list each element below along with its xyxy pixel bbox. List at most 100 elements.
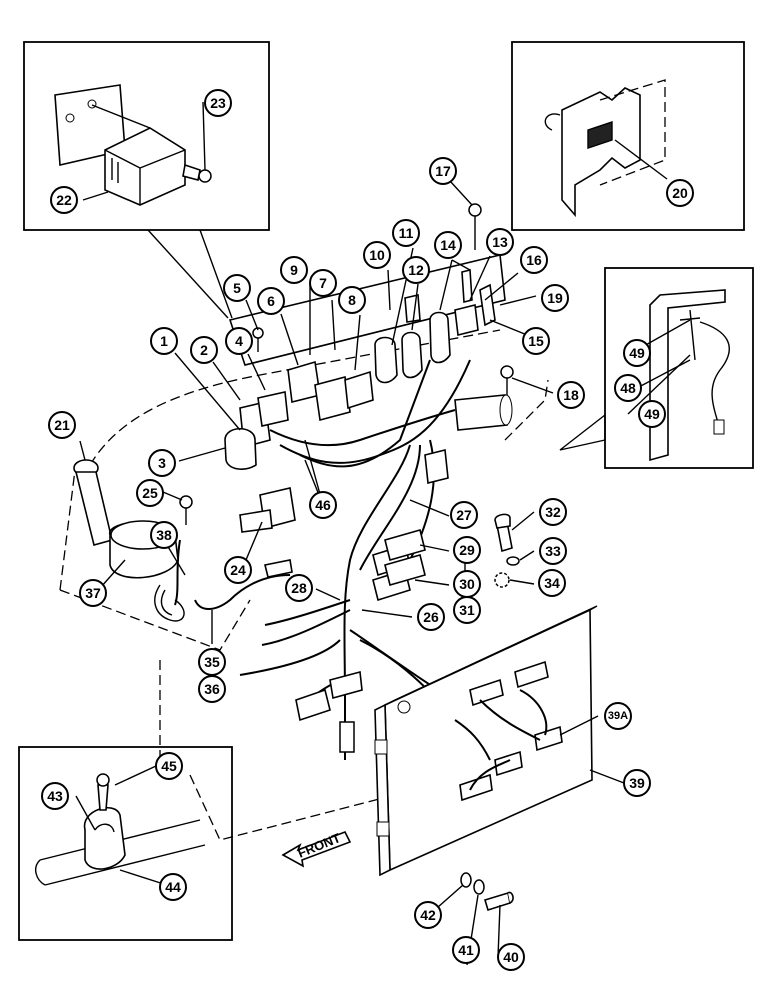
svg-text:16: 16: [526, 252, 542, 268]
svg-text:11: 11: [399, 225, 414, 241]
svg-text:23: 23: [210, 95, 226, 111]
svg-text:21: 21: [54, 417, 70, 433]
svg-text:28: 28: [291, 580, 307, 596]
svg-text:7: 7: [319, 275, 327, 291]
svg-text:25: 25: [142, 485, 158, 501]
svg-text:39: 39: [629, 775, 645, 791]
svg-text:10: 10: [369, 247, 385, 263]
callout-leaders: [75, 101, 691, 966]
callout-45: 45: [155, 752, 183, 780]
callout-10: 10: [363, 241, 391, 269]
front-label: FRONT: [296, 830, 343, 861]
svg-text:30: 30: [459, 576, 475, 592]
callout-24: 24: [224, 556, 252, 584]
callout-31: 31: [453, 596, 481, 624]
svg-text:46: 46: [315, 497, 331, 513]
svg-text:33: 33: [545, 543, 561, 559]
callout-49-upper: 49: [623, 339, 651, 367]
svg-text:37: 37: [85, 585, 101, 601]
callout-22: 22: [50, 186, 78, 214]
svg-text:49: 49: [644, 406, 660, 422]
inset-bracket-detail: [559, 267, 754, 469]
callout-26: 26: [417, 603, 445, 631]
callout-32: 32: [539, 498, 567, 526]
svg-text:4: 4: [235, 333, 243, 349]
callout-36: 36: [198, 675, 226, 703]
callout-2: 2: [190, 336, 218, 364]
callout-41: 41: [452, 936, 480, 964]
callout-34: 34: [538, 569, 566, 597]
callout-12: 12: [402, 256, 430, 284]
svg-text:22: 22: [56, 192, 72, 208]
svg-text:36: 36: [204, 681, 220, 697]
callout-5: 5: [223, 274, 251, 302]
front-arrow: FRONT: [281, 830, 352, 868]
svg-text:9: 9: [290, 262, 298, 278]
callout-19: 19: [541, 284, 569, 312]
svg-text:41: 41: [458, 942, 474, 958]
callout-29: 29: [453, 536, 481, 564]
svg-text:42: 42: [420, 907, 436, 923]
callout-25: 25: [136, 479, 164, 507]
svg-text:49: 49: [629, 345, 645, 361]
callout-38: 38: [150, 521, 178, 549]
callout-20: 20: [666, 179, 694, 207]
svg-text:39A: 39A: [608, 710, 628, 722]
callout-16: 16: [520, 246, 548, 274]
svg-text:34: 34: [544, 575, 560, 591]
svg-text:20: 20: [672, 185, 688, 201]
callout-48: 48: [614, 374, 642, 402]
callout-49-lower: 49: [638, 400, 666, 428]
inset-clamp: [18, 746, 233, 941]
controller-box: [374, 605, 598, 877]
callout-39a: 39A: [604, 702, 632, 730]
svg-text:44: 44: [165, 879, 181, 895]
callout-17: 17: [429, 157, 457, 185]
callout-6: 6: [257, 287, 285, 315]
callout-11: 11: [392, 219, 420, 247]
hardware: [179, 203, 520, 912]
callout-44: 44: [159, 873, 187, 901]
svg-text:32: 32: [545, 504, 561, 520]
callouts: 1 2 3 4 5 6 7 8 9 10 11 12 13 14 15 16 1…: [41, 89, 694, 971]
svg-text:31: 31: [459, 602, 475, 618]
svg-text:19: 19: [547, 290, 563, 306]
callout-33: 33: [539, 537, 567, 565]
callout-37: 37: [79, 579, 107, 607]
svg-text:1: 1: [160, 333, 168, 349]
svg-text:5: 5: [233, 280, 241, 296]
svg-text:26: 26: [423, 609, 439, 625]
callout-15: 15: [522, 327, 550, 355]
callout-8: 8: [338, 286, 366, 314]
svg-text:35: 35: [204, 654, 220, 670]
callout-23: 23: [204, 89, 232, 117]
svg-text:2: 2: [200, 342, 208, 358]
switch-panel: [224, 254, 513, 533]
callout-27: 27: [450, 501, 478, 529]
callout-4: 4: [225, 327, 253, 355]
svg-text:45: 45: [161, 758, 177, 774]
svg-text:17: 17: [435, 163, 451, 179]
callout-35: 35: [198, 648, 226, 676]
callout-7: 7: [309, 269, 337, 297]
callout-30: 30: [453, 570, 481, 598]
svg-text:15: 15: [528, 333, 544, 349]
svg-text:18: 18: [563, 387, 579, 403]
svg-text:6: 6: [267, 293, 275, 309]
svg-text:48: 48: [620, 380, 636, 396]
svg-text:14: 14: [440, 237, 456, 253]
svg-text:12: 12: [408, 262, 424, 278]
callout-1: 1: [150, 327, 178, 355]
harness-connectors: [264, 449, 449, 753]
svg-text:43: 43: [47, 788, 63, 804]
callout-3: 3: [148, 449, 176, 477]
svg-text:38: 38: [156, 527, 172, 543]
callout-21: 21: [48, 411, 76, 439]
callout-28: 28: [285, 574, 313, 602]
svg-text:3: 3: [158, 455, 166, 471]
svg-text:24: 24: [230, 562, 246, 578]
callout-40: 40: [497, 943, 525, 971]
svg-text:29: 29: [459, 542, 475, 558]
svg-text:27: 27: [456, 507, 472, 523]
inset-switch-bracket: [511, 41, 745, 231]
